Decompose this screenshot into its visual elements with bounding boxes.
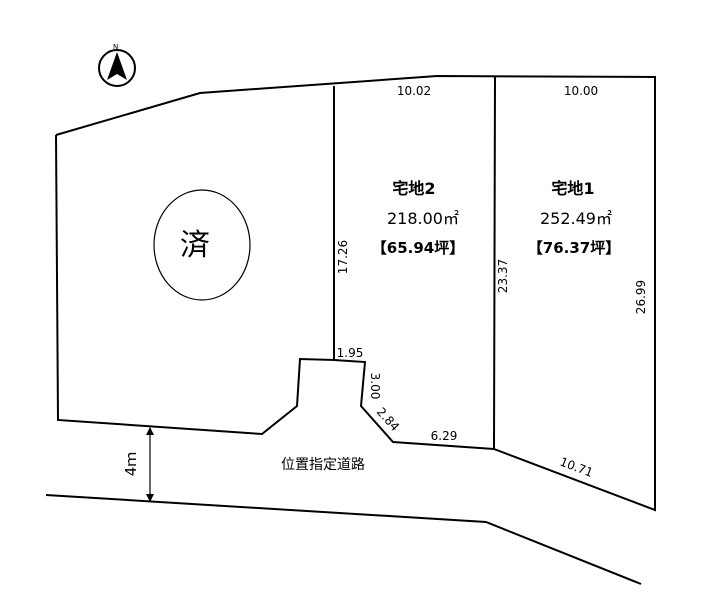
sold-circle [153, 189, 251, 301]
dim-lot2-bottom: 6.29 [431, 429, 458, 443]
lot2-name: 宅地2 [392, 179, 435, 198]
sold-marker: 済 [153, 189, 251, 301]
dim-shared: 23.37 [496, 259, 510, 293]
dim-lot2-top: 10.02 [397, 84, 431, 98]
compass-circle [98, 49, 136, 87]
road-name: 位置指定道路 [281, 457, 365, 473]
dim-notch-diag: 2.84 [374, 405, 402, 434]
lot2-area: 218.00㎡ [387, 209, 459, 228]
dim-lot1-right: 26.99 [634, 280, 648, 314]
road-width-label: 4ｍ [122, 452, 140, 477]
arrow-down-icon [146, 494, 154, 502]
lot2-boundary [333, 359, 495, 450]
lot1-area: 252.49㎡ [540, 209, 612, 228]
lot2-tsubo: 【65.94坪】 [372, 239, 464, 257]
road-edge-line [45, 494, 642, 585]
north-compass: N [98, 43, 136, 87]
lot1-tsubo: 【76.37坪】 [528, 239, 620, 257]
parcel-boundary-top [55, 74, 656, 512]
sold-label: 済 [180, 228, 210, 263]
road-width-dimension: 4ｍ [122, 427, 154, 502]
arrow-up-icon [146, 427, 154, 435]
dim-notch-top: 1.95 [337, 346, 364, 360]
dim-notch-side: 3.00 [368, 373, 382, 400]
north-arrow-icon [107, 52, 127, 80]
dim-lot1-top: 10.00 [564, 84, 598, 98]
lot1-name: 宅地1 [551, 179, 594, 198]
dim-lot2-left: 17.26 [336, 240, 350, 274]
lot-shared-boundary [493, 75, 496, 450]
compass-label: N [113, 43, 118, 51]
